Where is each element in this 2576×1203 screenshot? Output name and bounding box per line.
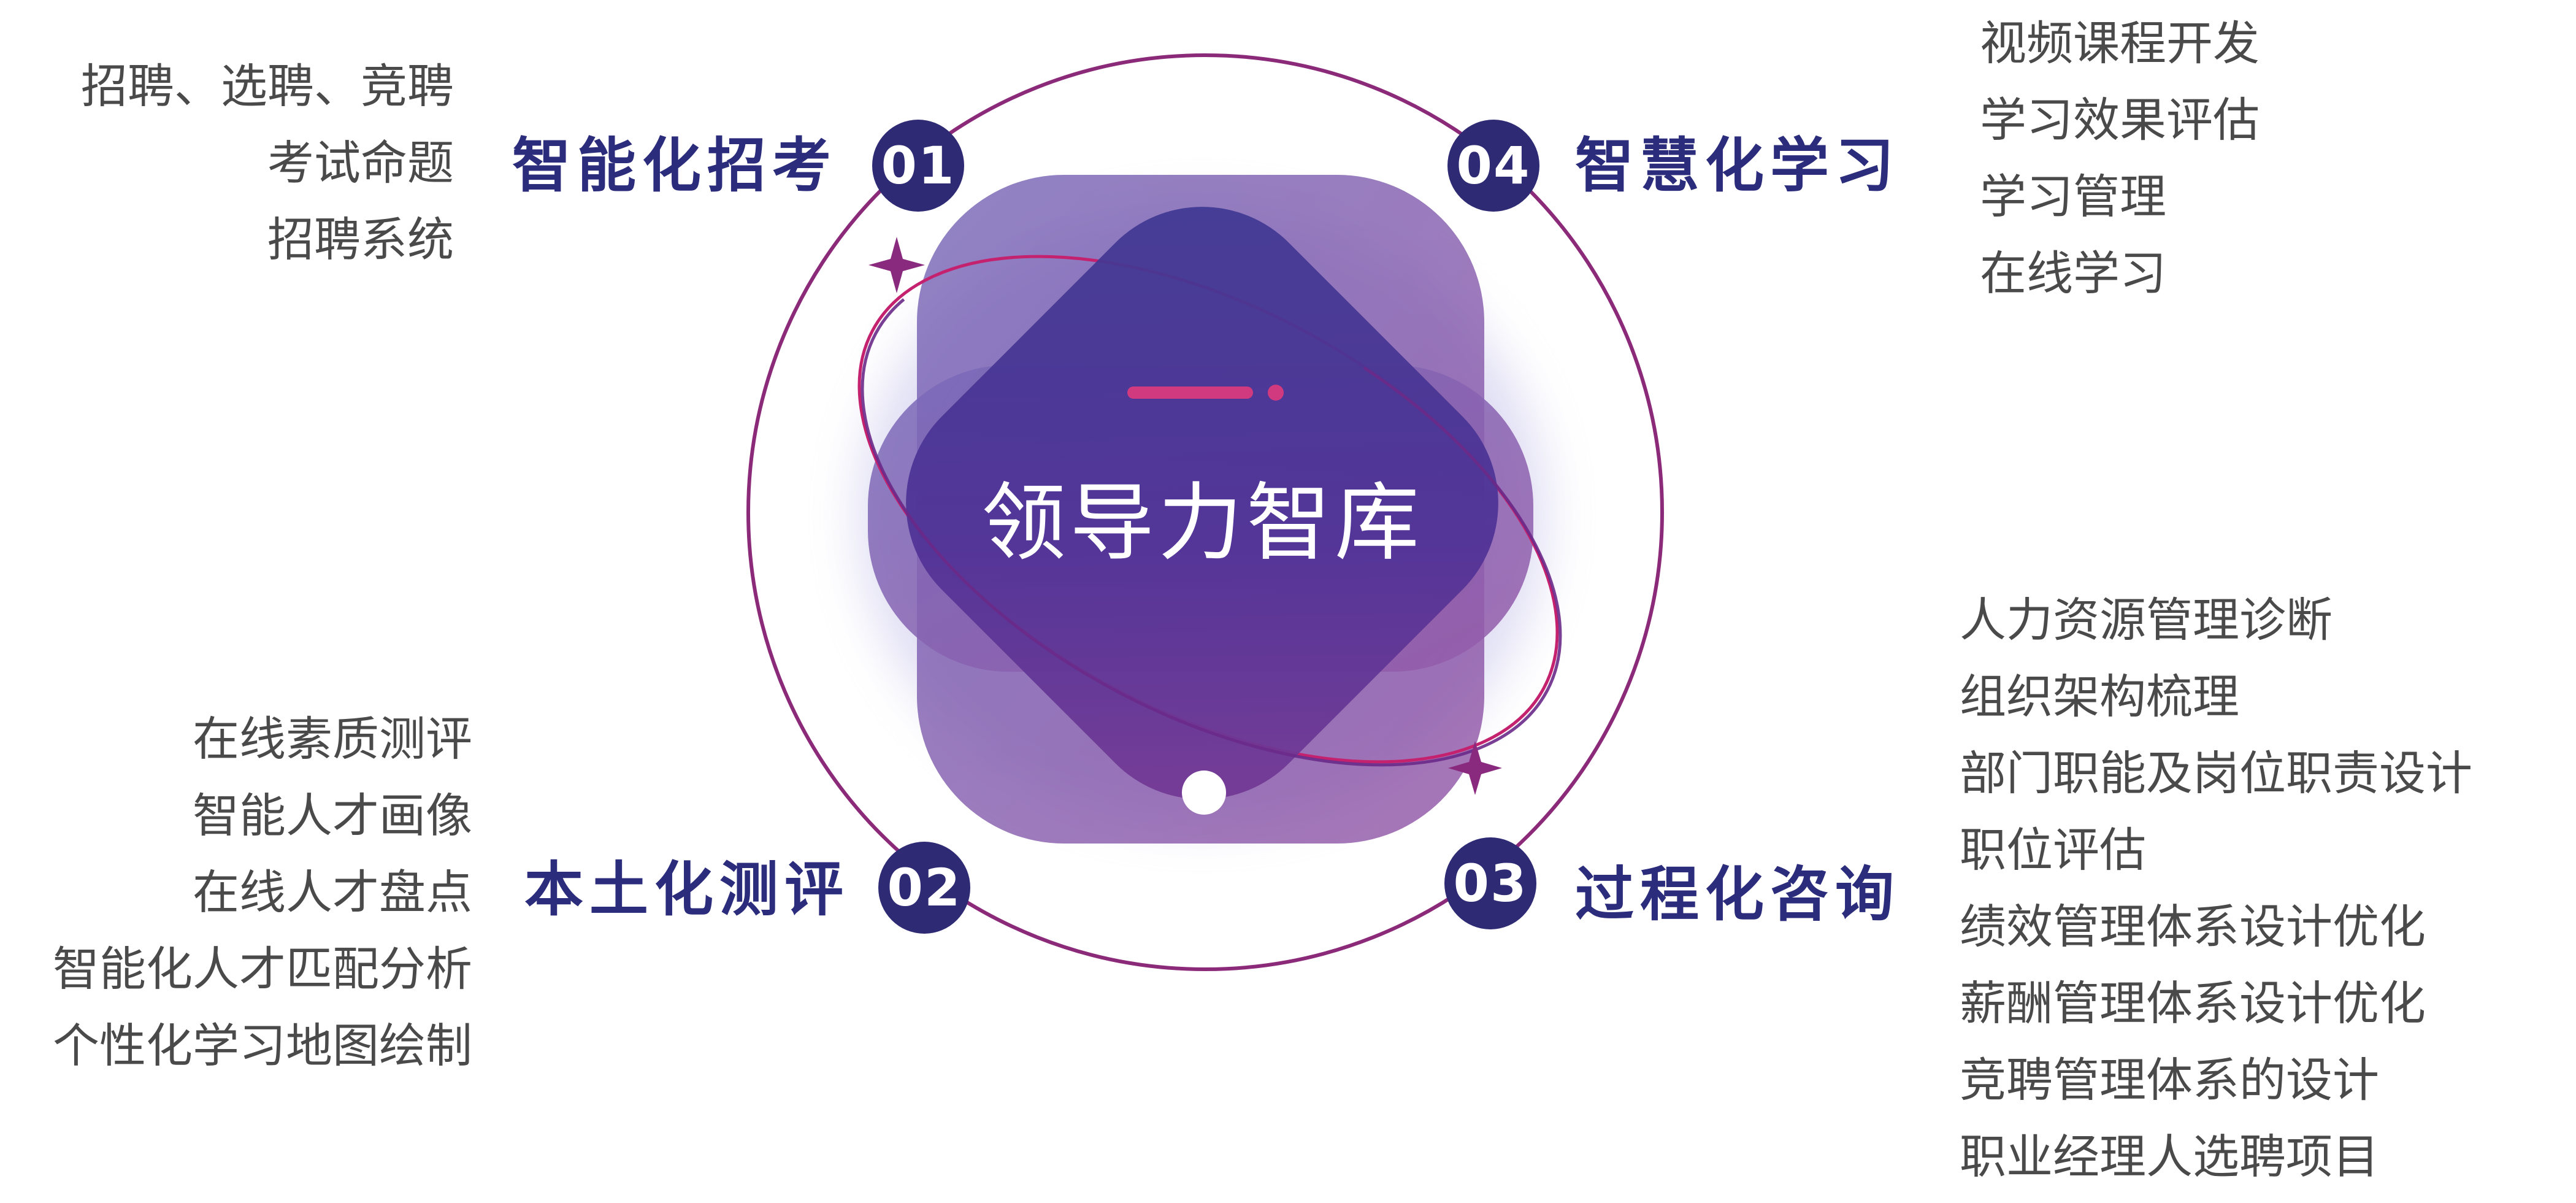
section-03-title: 过程化咨询 xyxy=(1575,860,1900,929)
list-item: 在线人才盘点 xyxy=(193,865,472,920)
accent-dot xyxy=(1268,385,1284,401)
list-item: 招聘系统 xyxy=(267,212,454,267)
list-item: 竞聘管理体系的设计 xyxy=(1960,1053,2379,1107)
sparkle-icon-top xyxy=(868,237,925,293)
blob-front xyxy=(906,207,1498,799)
list-item: 职位评估 xyxy=(1960,823,2146,877)
list-item: 绩效管理体系设计优化 xyxy=(1960,899,2426,954)
section-01-title: 智能化招考 xyxy=(512,131,837,200)
blob-hole xyxy=(1182,771,1226,815)
list-item: 人力资源管理诊断 xyxy=(1960,593,2333,647)
section-01-list: 招聘、选聘、竞聘 考试命题 招聘系统 xyxy=(37,48,454,278)
list-item: 招聘、选聘、竞聘 xyxy=(81,59,454,113)
section-04-badge: 04 xyxy=(1447,120,1539,212)
list-item: 在线素质测评 xyxy=(193,712,472,766)
section-04-title: 智慧化学习 xyxy=(1575,131,1900,200)
list-item: 智能人才画像 xyxy=(193,788,472,843)
section-01-badge: 01 xyxy=(872,120,964,212)
section-02-title: 本土化测评 xyxy=(524,855,849,924)
section-03-badge: 03 xyxy=(1444,837,1536,929)
list-item: 考试命题 xyxy=(267,136,454,190)
section-04-list: 视频课程开发 学习效果评估 学习管理 在线学习 xyxy=(1980,5,2260,312)
section-02-badge: 02 xyxy=(878,842,970,934)
section-03-list: 人力资源管理诊断 组织架构梳理 部门职能及岗位职责设计 职位评估 绩效管理体系设… xyxy=(1960,582,2472,1195)
list-item: 部门职能及岗位职责设计 xyxy=(1960,746,2472,801)
list-item: 智能化人才匹配分析 xyxy=(53,942,472,996)
list-item: 学习效果评估 xyxy=(1980,93,2260,147)
list-item: 个性化学习地图绘制 xyxy=(53,1018,472,1073)
sparkle-icon-bottom xyxy=(1448,741,1502,795)
accent-dash xyxy=(1127,386,1253,399)
outer-ring xyxy=(746,53,1664,971)
list-item: 薪酬管理体系设计优化 xyxy=(1960,976,2426,1031)
center-title: 领导力智库 xyxy=(981,474,1423,572)
list-item: 职业经理人选聘项目 xyxy=(1960,1129,2379,1184)
orbit-right xyxy=(861,258,1562,767)
list-item: 组织架构梳理 xyxy=(1960,669,2239,724)
section-02-list: 在线素质测评 智能人才画像 在线人才盘点 智能化人才匹配分析 个性化学习地图绘制 xyxy=(18,701,472,1084)
list-item: 视频课程开发 xyxy=(1980,16,2260,71)
list-item: 在线学习 xyxy=(1980,246,2166,301)
list-item: 学习管理 xyxy=(1980,169,2166,224)
